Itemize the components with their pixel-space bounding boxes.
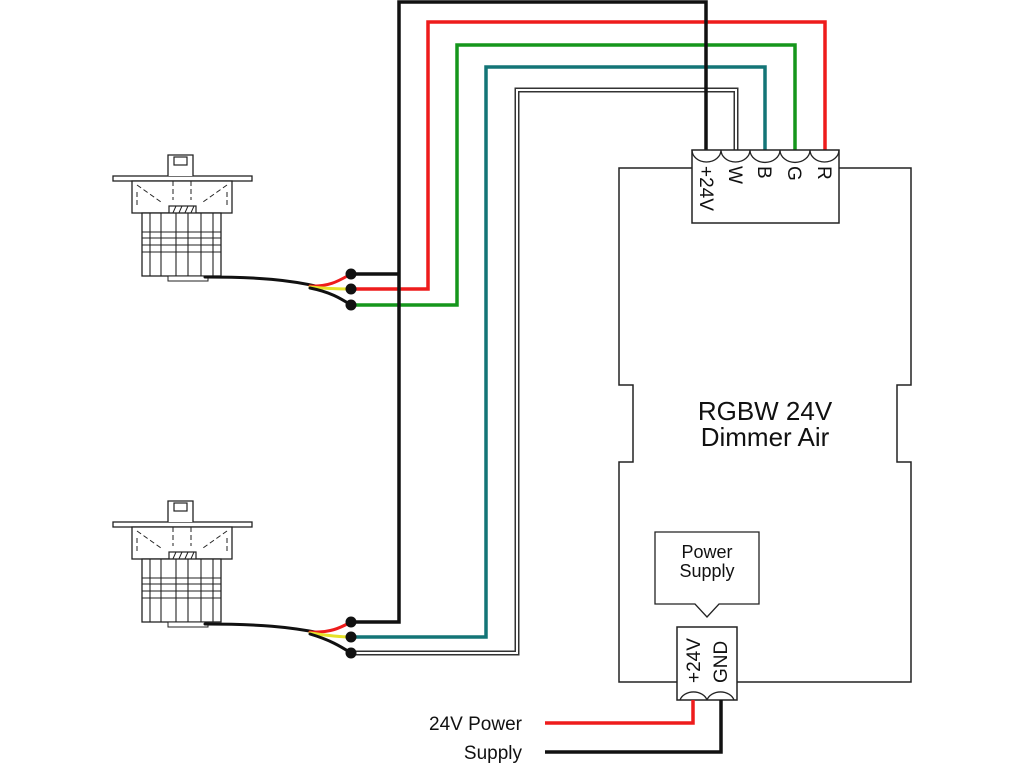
supply-wire-ground — [545, 700, 723, 754]
output-terminal-block: +24V W B G R — [691, 149, 840, 224]
wire-blue — [351, 65, 767, 639]
callout-line2: Supply — [679, 561, 734, 581]
power-terminal-label-24v: +24V — [684, 638, 705, 683]
terminal-label-g: G — [783, 166, 804, 181]
junction-dots — [345, 268, 357, 659]
terminal-label-r: R — [813, 166, 834, 180]
power-terminal-label-gnd: GND — [711, 641, 732, 683]
terminal-label-24v: +24V — [695, 166, 716, 211]
supply-label-line2: Supply — [464, 743, 523, 764]
supply-label-line1: 24V Power — [429, 714, 523, 735]
downlight-fixture-icon-top — [112, 154, 253, 282]
fixture-leads-top — [203, 272, 353, 307]
callout-line1: Power — [681, 542, 732, 562]
wire-red — [351, 20, 827, 291]
wire-positive — [351, 0, 708, 624]
power-terminal-block: +24V GND — [676, 626, 738, 701]
dimmer-title-line2: Dimmer Air — [701, 422, 830, 452]
dimmer-title-line1: RGBW 24V — [698, 396, 833, 426]
wire-green — [351, 43, 797, 307]
supply-wire-positive — [545, 700, 695, 725]
downlight-fixture-icon-bottom — [112, 500, 253, 628]
power-supply-callout — [654, 531, 760, 618]
fixture-leads-bottom — [203, 620, 353, 655]
terminal-label-w: W — [724, 166, 745, 184]
terminal-label-b: B — [753, 166, 774, 179]
